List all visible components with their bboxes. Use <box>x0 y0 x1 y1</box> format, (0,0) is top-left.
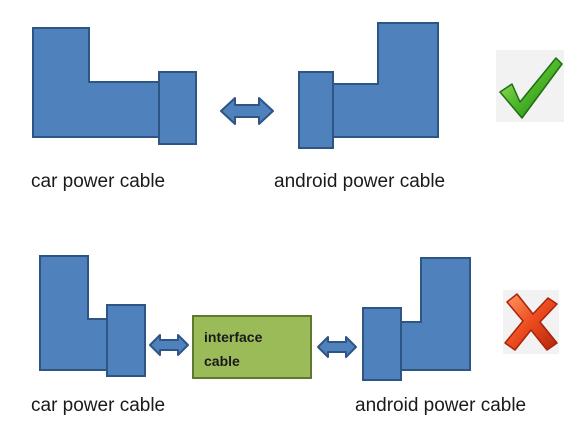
bottom-android-connector <box>362 257 471 381</box>
interface-label-line1: interface <box>204 329 263 345</box>
top-car-cable-label: car power cable <box>31 171 166 192</box>
bottom-car-cable-label: car power cable <box>31 395 166 416</box>
bottom-car-connector <box>39 255 146 377</box>
cross-icon <box>503 290 559 354</box>
top-double-arrow-icon <box>220 97 274 125</box>
interface-cable-box <box>192 315 312 379</box>
checkmark-icon <box>496 50 564 122</box>
interface-label-line2: cable <box>204 353 240 369</box>
top-android-cable-label: android power cable <box>274 171 446 192</box>
bottom-android-cable-label: android power cable <box>355 395 527 416</box>
bottom-left-double-arrow-icon <box>149 334 189 356</box>
top-car-connector <box>32 27 197 145</box>
interface-cable-label: interface cable <box>204 325 262 373</box>
bottom-right-double-arrow-icon <box>317 336 357 358</box>
top-android-connector <box>298 22 439 149</box>
